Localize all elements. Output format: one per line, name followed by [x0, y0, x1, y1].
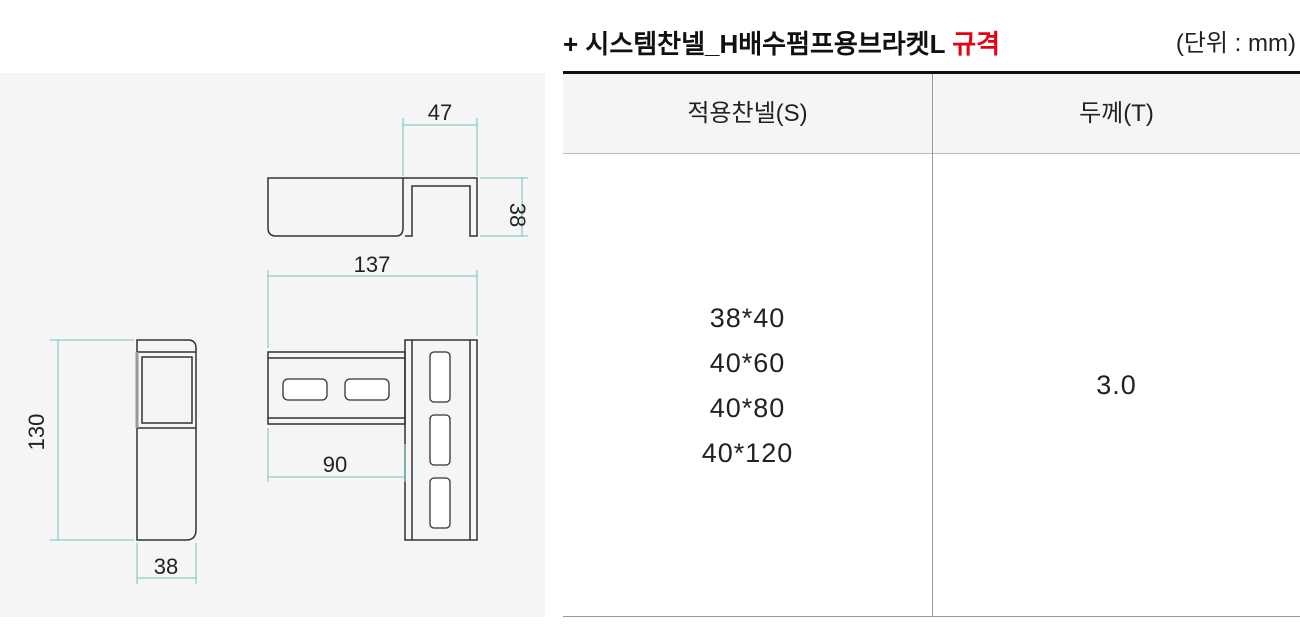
front-view: [267, 339, 478, 541]
dim-side-height-label: 130: [24, 414, 49, 451]
dim-length-label: 137: [354, 252, 391, 277]
dim-top-width-label: 47: [428, 100, 452, 125]
channel-size: 40*120: [701, 437, 794, 468]
dim-top-height: [480, 177, 528, 237]
dim-top-width: [402, 118, 478, 176]
channel-size: 38*40: [709, 302, 786, 333]
technical-drawing-panel: 47 38 137: [0, 73, 545, 617]
dim-side-width: [136, 543, 197, 584]
spec-title: + 시스템찬넬_H배수펌프용브라켓L 규격: [563, 24, 1000, 64]
header-channel: 적용찬넬(S): [687, 100, 808, 127]
dim-length: [267, 270, 478, 348]
side-view: [136, 339, 197, 541]
dim-inner-length: [267, 428, 406, 482]
spec-table-header: [563, 74, 1300, 154]
unit-note: (단위 : mm): [1175, 30, 1296, 57]
column-divider: [932, 74, 933, 616]
dim-side-width-label: 38: [154, 554, 178, 579]
spec-table: 적용찬넬(S) 두께(T) 38*40 40*60 40*80 40*120 3…: [563, 71, 1300, 617]
channel-sizes-cell: 38*40 40*60 40*80 40*120: [563, 154, 932, 617]
channel-size: 40*60: [709, 347, 786, 378]
channel-size: 40*80: [709, 392, 786, 423]
header-thickness: 두께(T): [1079, 100, 1154, 127]
front-slots: [282, 351, 451, 529]
thickness-cell: 3.0: [933, 154, 1300, 617]
spec-title-text: + 시스템찬넬_H배수펌프용브라켓L: [563, 29, 953, 59]
dim-top-height-label: 38: [505, 203, 530, 227]
dim-side-height: [50, 339, 134, 541]
spec-title-highlight: 규격: [952, 29, 1001, 59]
dim-inner-length-label: 90: [323, 452, 347, 477]
top-view: [267, 177, 478, 237]
bracket-drawing: 47 38 137: [24, 100, 530, 584]
thickness-value: 3.0: [1096, 370, 1137, 400]
